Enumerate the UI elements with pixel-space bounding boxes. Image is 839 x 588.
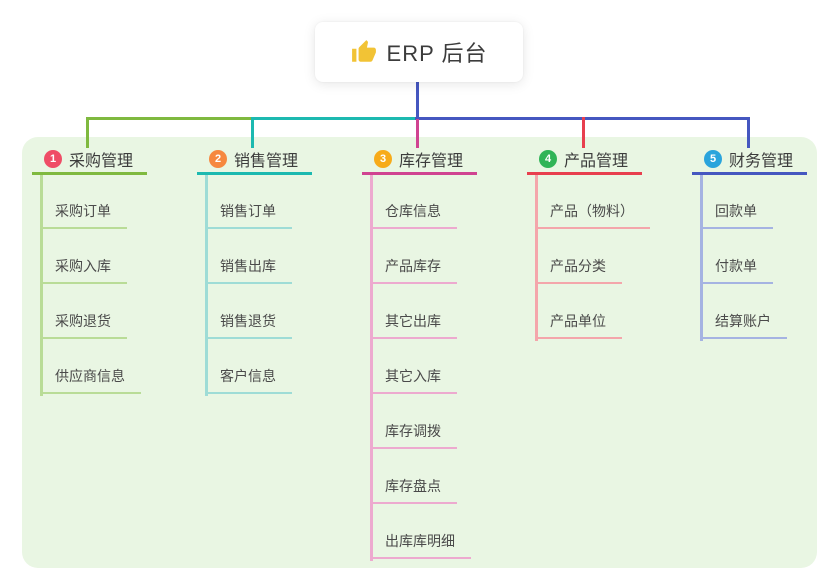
branch-drop-product [582, 117, 585, 148]
child-node[interactable]: 出库库明细 [370, 504, 471, 559]
child-node[interactable]: 采购订单 [40, 174, 127, 229]
child-node[interactable]: 产品分类 [535, 229, 622, 284]
branch-purchase: 1 采购管理 采购订单 采购入库 采购退货 供应商信息 [32, 145, 192, 396]
branch-drop-inventory [415, 119, 419, 148]
child-node[interactable]: 供应商信息 [40, 339, 141, 394]
child-node[interactable]: 库存调拨 [370, 394, 457, 449]
child-node[interactable]: 产品库存 [370, 229, 457, 284]
branch-number-badge: 1 [44, 149, 62, 168]
branch-spine-line [535, 175, 538, 341]
branch-finance: 5 财务管理 回款单 付款单 结算账户 [692, 145, 839, 341]
child-node[interactable]: 采购退货 [40, 284, 127, 339]
child-node[interactable]: 销售订单 [205, 174, 292, 229]
child-node[interactable]: 销售出库 [205, 229, 292, 284]
child-node[interactable]: 仓库信息 [370, 174, 457, 229]
child-node[interactable]: 结算账户 [700, 284, 787, 339]
child-node[interactable]: 产品（物料） [535, 174, 650, 229]
branch-label: 销售管理 [234, 152, 299, 170]
connector-segment-teal [252, 117, 417, 120]
branch-drop-finance [747, 117, 750, 148]
branch-label: 采购管理 [69, 152, 134, 170]
branch-product: 4 产品管理 产品（物料） 产品分类 产品单位 [527, 145, 687, 341]
child-node[interactable]: 其它入库 [370, 339, 457, 394]
branch-label: 财务管理 [729, 152, 794, 170]
branch-label: 库存管理 [399, 152, 464, 170]
thumbs-up-icon [351, 40, 376, 62]
branch-header-sales[interactable]: 2 销售管理 [197, 145, 312, 175]
root-connector-line [415, 82, 419, 120]
branch-spine-line [40, 175, 43, 396]
branch-header-purchase[interactable]: 1 采购管理 [32, 145, 147, 175]
branch-number-badge: 5 [704, 149, 722, 168]
connector-segment-green [86, 117, 254, 120]
child-node[interactable]: 客户信息 [205, 339, 292, 394]
child-node[interactable]: 库存盘点 [370, 449, 457, 504]
branch-number-badge: 2 [209, 149, 227, 168]
branch-header-inventory[interactable]: 3 库存管理 [362, 145, 477, 175]
branch-sales: 2 销售管理 销售订单 销售出库 销售退货 客户信息 [197, 145, 357, 396]
branch-drop-sales [251, 117, 254, 148]
branch-spine-line [205, 175, 208, 396]
branch-number-badge: 4 [539, 149, 557, 168]
branch-label: 产品管理 [564, 152, 629, 170]
child-node[interactable]: 销售退货 [205, 284, 292, 339]
branches-background-panel [22, 137, 817, 568]
child-node[interactable]: 回款单 [700, 174, 773, 229]
child-node[interactable]: 其它出库 [370, 284, 457, 339]
child-node[interactable]: 采购入库 [40, 229, 127, 284]
branch-drop-purchase [86, 117, 89, 148]
child-node[interactable]: 产品单位 [535, 284, 622, 339]
branch-number-badge: 3 [374, 149, 392, 168]
branch-header-product[interactable]: 4 产品管理 [527, 145, 642, 175]
branch-header-finance[interactable]: 5 财务管理 [692, 145, 807, 175]
root-node[interactable]: ERP 后台 [315, 22, 523, 82]
branch-inventory: 3 库存管理 仓库信息 产品库存 其它出库 其它入库 库存调拨 库存盘点 出库库… [362, 145, 522, 561]
branch-spine-line [370, 175, 373, 561]
child-node[interactable]: 付款单 [700, 229, 773, 284]
branch-spine-line [700, 175, 703, 341]
root-node-label: ERP 后台 [386, 41, 488, 66]
